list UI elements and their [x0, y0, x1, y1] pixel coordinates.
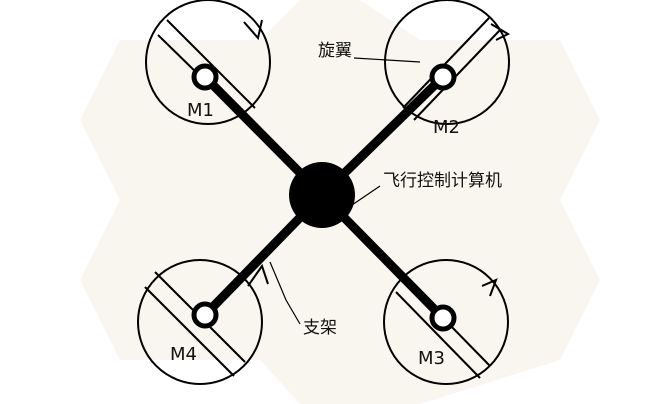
motor-hub-m1 — [191, 63, 219, 91]
leader-flight-computer — [351, 185, 381, 206]
rotor-disk-m1 — [145, 0, 271, 125]
rotation-arrow-m1 — [243, 19, 263, 41]
motor-label-m1: M1 — [187, 100, 214, 121]
motor-hub-m4 — [191, 301, 219, 329]
blade-m3-b — [395, 291, 481, 379]
rotation-arrow-m3 — [481, 278, 498, 297]
blade-m2-a — [402, 17, 490, 109]
leader-lines — [269, 57, 421, 325]
flight-computer-label: 飞行控制计算机 — [383, 171, 502, 191]
motor-hub-m3 — [429, 304, 457, 332]
rotor-m4: M4 — [137, 259, 269, 385]
blade-m2-b — [413, 29, 501, 121]
rotor-m2: M2 — [384, 0, 511, 138]
flight-computer-body — [289, 162, 355, 228]
blade-m4-b — [144, 286, 235, 377]
rotation-arrow-m2 — [490, 23, 511, 41]
leader-rotor — [353, 57, 421, 63]
leader-frame — [269, 261, 301, 325]
rotation-arrow-m4 — [247, 263, 269, 287]
blade-m1-a — [166, 19, 256, 109]
motor-label-m3: M3 — [418, 348, 445, 369]
rotor-m3: M3 — [383, 259, 509, 385]
motor-label-m4: M4 — [170, 344, 197, 365]
motor-label-m2: M2 — [433, 117, 460, 138]
rotor-label: 旋翼 — [318, 41, 352, 61]
rotor-disk-m3 — [383, 259, 509, 385]
rotor-m1: M1 — [145, 0, 271, 125]
frame-label: 支架 — [303, 318, 337, 338]
rotor-disk-m4 — [137, 259, 263, 385]
motor-hub-m2 — [429, 63, 457, 91]
rotor-disk-m2 — [384, 0, 510, 125]
